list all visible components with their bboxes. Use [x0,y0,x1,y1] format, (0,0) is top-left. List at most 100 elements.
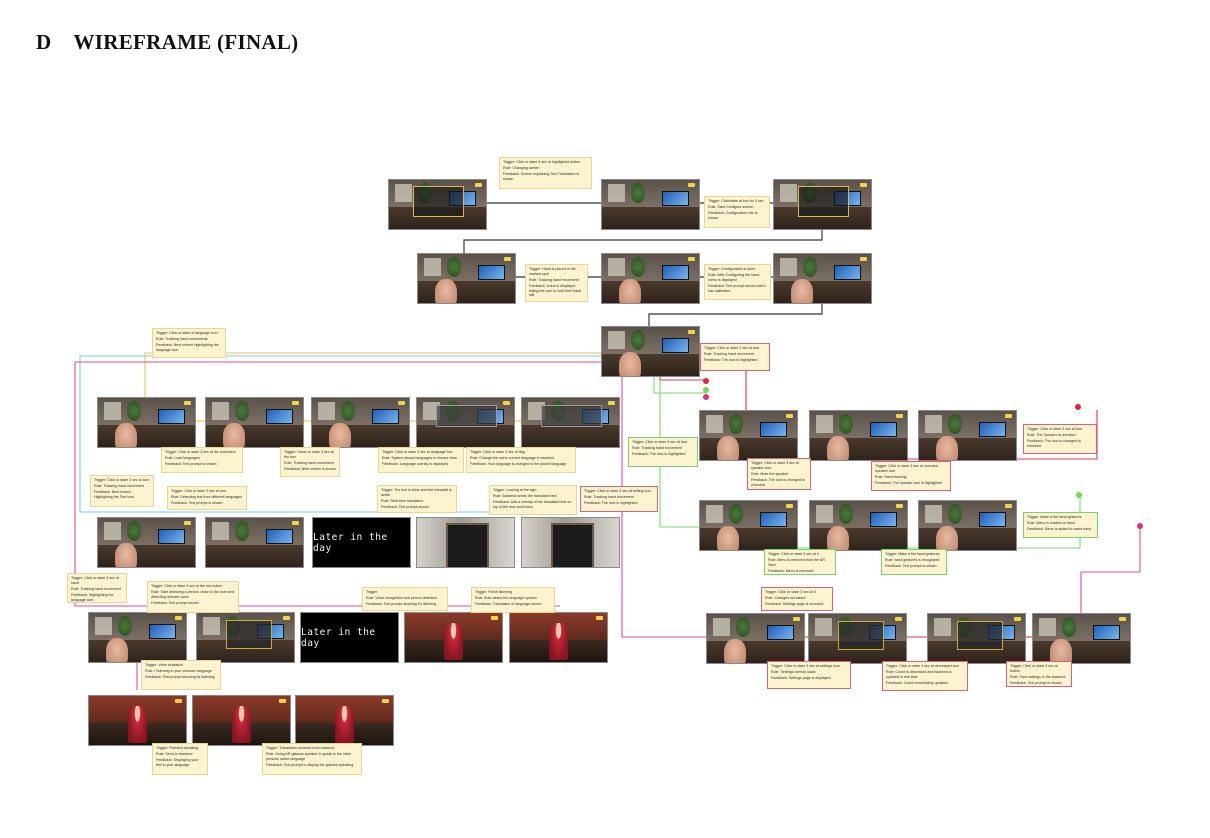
annotation-line: Trigger: Hand is placed in the marked sp… [529,267,576,276]
annotation-line: Feedback: Text prompt is shown [885,564,937,569]
screen-frame-m3 [311,397,410,448]
annotation-line: Feedback: Text prompt is shown [171,501,223,506]
annotation-line: Feedback: Settings page is removed [765,602,824,607]
screen-frame-r3 [918,410,1017,461]
annotation-line: Rule: Tracking hand movement [94,484,144,489]
annotation-line: Feedback: Configuration info is shown [708,211,758,220]
annotation-line: Trigger: Click or stare 3 sec at languag… [382,450,453,454]
flow-connector [144,352,601,397]
flow-endpoint-dot [703,387,709,393]
speaker-person [443,622,464,660]
annotation-line: Rule: Mute the speaker [751,471,789,476]
hand-icon [329,422,351,447]
screen-frame-s2 [205,517,304,568]
annotation-line: Rule: Start detecting a person, close to… [151,590,234,599]
hand-icon [827,525,849,550]
annotation-line: Rule: Count is decreased and backend is … [886,670,952,679]
annotation-line: Trigger: Click or stare 3 sec at setting… [584,489,651,493]
annotation-note: Trigger: Click or stare 3 sec at the mic… [147,581,239,613]
annotation-line: Trigger: Translation recieved from backe… [266,746,335,750]
hand-icon [717,435,739,460]
screen-frame-t1 [706,613,805,664]
screen-frame-v5 [509,612,608,663]
annotation-line: Feedback: Menu is added to users hand [1027,527,1092,532]
annotation-line: Feedback: Next screen is shown [284,466,336,471]
annotation-line: Feedback: Highlighting the language icon [71,592,114,602]
annotation-line: Rule: Save settings in the backend [1010,674,1066,679]
hand-icon [435,278,457,303]
annotation-line: Feedback: Text prompt is shown [1010,680,1062,685]
annotation-line: Rule: Tracking hand movement [632,446,682,451]
annotation-line: Trigger: Click or stare 3 sec at highlig… [503,160,581,164]
annotation-line: Trigger: Click or stare 3 sec at X [768,552,820,556]
hand-icon [106,637,128,662]
annotation-note: Trigger: The text is clear and text tran… [377,485,457,513]
annotation-line: Rule: hand gestures is recognized [885,558,940,563]
screen-frame-b3 [295,695,394,746]
annotation-line: Rule: I listening in your choosen langua… [145,669,212,674]
annotation-line: Trigger: The text is clear and text tran… [381,488,452,497]
annotation-line: Feedback: Text prompt showing its listen… [145,675,215,680]
annotation-line: Rule: Using AR-glasses speaker to speak … [266,752,352,761]
hand-icon [936,435,958,460]
annotation-line: Rule: Send to backend [156,752,193,757]
annotation-line: Rule: Menu is loaded on hand [1027,521,1075,526]
annotation-line: Trigger: Hover or stare 3 sec at the box [284,450,334,459]
flow-endpoint-dot [1137,523,1143,529]
annotation-note: Trigger: Click or stare 3 sec at unmuted… [871,461,951,491]
screen-frame-t2 [808,613,907,664]
screen-frame-f2 [601,179,700,230]
annotation-line: Feedback: The icon is highlighted [632,452,686,457]
annotation-note: Trigger: Translation recieved from backe… [262,743,362,775]
speaker-person [127,705,148,743]
hand-icon [936,525,958,550]
annotation-line: Rule: Auto detect the language spoken [475,596,537,601]
screen-frame-t3 [927,613,1026,664]
ar-overlay-panel [413,185,464,218]
annotation-note: Trigger: Click or stare 3 sec at speaker… [747,458,811,490]
annotation-line: Trigger: Click or stare 3 sec at unmuted… [875,464,938,473]
annotation-line: Trigger: Click or stare 3 sec at speaker… [751,461,799,470]
annotation-line: Feedback: Text prompt shown [381,504,429,509]
annotation-line: Feedback: The speaker icon is highlighte… [875,480,943,485]
screen-frame-v3: Later in the day [300,612,399,663]
section-letter: D [36,30,52,54]
annotation-line: Feedback: Text prompt shows that it has … [708,283,766,293]
annotation-line: Rule: Tracking hand movement [529,277,579,282]
screen-frame-r2 [809,410,908,461]
hand-icon [1050,638,1072,663]
screen-frame-m1 [97,397,196,448]
annotation-line: Rule: Backend sends the translated text [493,494,557,499]
flow-connector [74,361,601,607]
annotation-line: Trigger: Click or stare 3 sec at icon [1027,427,1083,431]
annotation-line: Rule: Detecting text from different lang… [171,495,243,500]
screen-frame-f1 [388,179,487,230]
annotation-line: Trigger: Make a fist hand gestures [1027,515,1082,519]
annotation-line: Feedback: Menu is removed [768,568,814,573]
annotation-note: Trigger: Click or stare 3 sec at decreas… [882,661,968,691]
annotation-line: Rule: After Configuring the hand, menu i… [708,273,761,282]
annotation-line: Trigger: Voice activation [145,663,184,667]
ar-overlay-panel [541,405,602,427]
screen-frame-v2 [196,612,295,663]
annotation-line: Rule: Hand tracking [875,474,907,479]
annotation-line: Rule: Voice recognition and person detec… [366,596,438,601]
annotation-line: Trigger: Click or stare 3 sec at icon [171,489,227,493]
hand-icon [619,278,641,303]
annotation-line: Trigger: Click or stare 3 sec at decreas… [886,664,960,668]
ar-overlay-panel [798,185,849,218]
annotation-line: Feedback: A text is displayed telling th… [529,283,582,298]
screen-frame-t4 [1032,613,1131,664]
flow-endpoint-dot [1076,492,1082,498]
speaker-person [548,622,569,660]
annotation-line: Trigger: Looking at the sign [493,488,537,492]
annotation-line: Feedback: Next screen Highlighting the l… [156,343,219,352]
speaker-person [231,705,252,743]
